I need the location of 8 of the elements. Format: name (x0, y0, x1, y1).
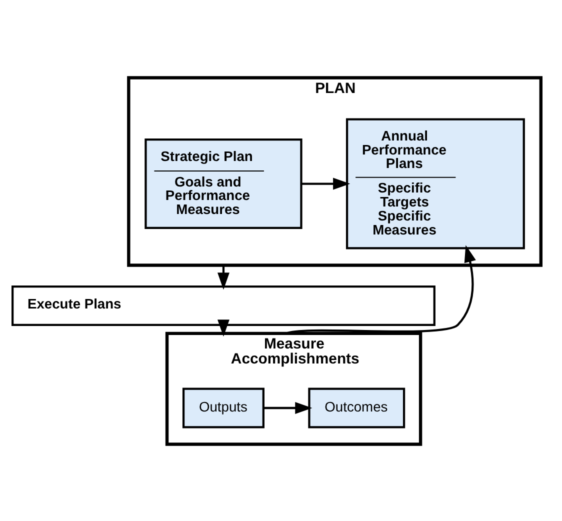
arrow (218, 319, 230, 336)
arrow (286, 244, 476, 334)
arrow (301, 177, 350, 190)
node-box: Annual Performance Plans Specific Targets Specific Measures (346, 118, 525, 249)
node-box: Outcomes (308, 387, 406, 428)
arrow (264, 402, 312, 414)
node-box: Outputs (182, 387, 264, 428)
node-box: Strategic Plan Goals and Performance Measures (144, 138, 302, 229)
